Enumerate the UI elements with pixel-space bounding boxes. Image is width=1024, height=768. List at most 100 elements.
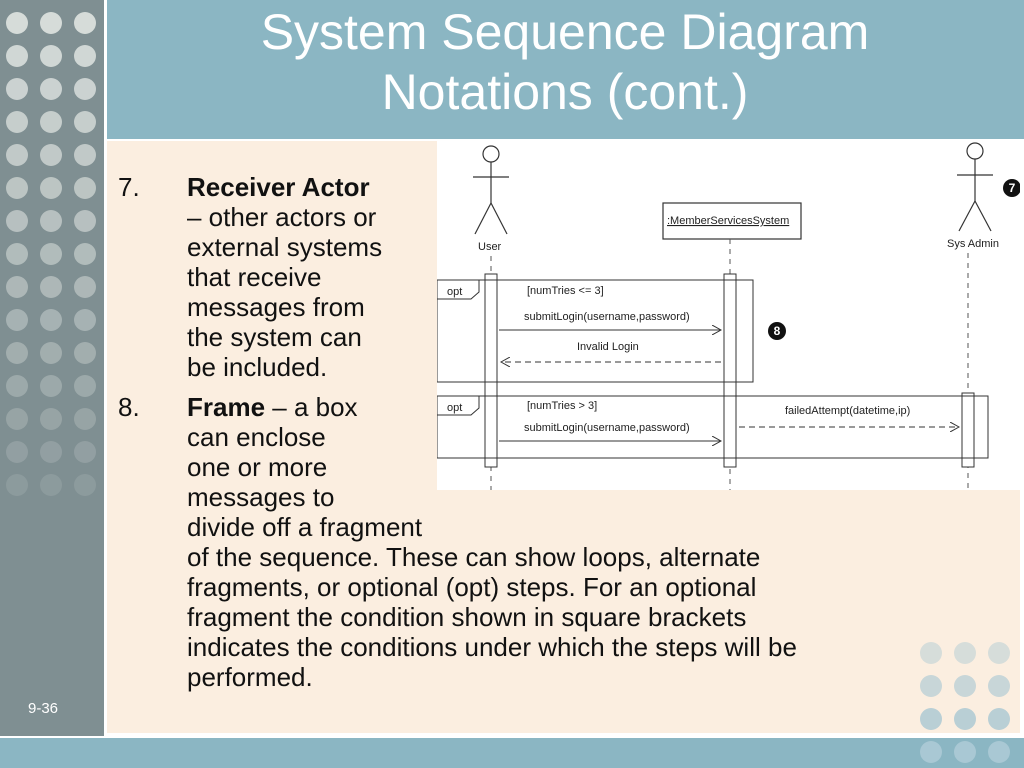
- slide-title: System Sequence Diagram Notations (cont.…: [140, 2, 990, 122]
- item-8-line: fragments, or optional (opt) steps. For …: [187, 572, 757, 602]
- decorative-dot: [6, 243, 28, 265]
- opt-frame-2-tag: opt: [447, 402, 462, 414]
- sequence-diagram-svg: User Sys Admin :MemberServicesSystem opt…: [436, 142, 1021, 490]
- system-lifeline-label: :MemberServicesSystem: [667, 215, 789, 227]
- decorative-dot: [74, 45, 96, 67]
- decorative-dot: [74, 342, 96, 364]
- decorative-dot: [954, 642, 976, 664]
- decorative-dot: [920, 675, 942, 697]
- callout-badge-7: [1003, 179, 1021, 197]
- decorative-dot: [920, 741, 942, 763]
- item-7-line: be included.: [187, 352, 328, 382]
- decorative-dot: [40, 45, 62, 67]
- sys-admin-activation-bar: [961, 392, 975, 468]
- decorative-dot: [954, 741, 976, 763]
- item-8-line: divide off a fragment: [187, 512, 423, 542]
- decorative-dot: [6, 45, 28, 67]
- decorative-dot: [954, 708, 976, 730]
- decorative-dot: [40, 78, 62, 100]
- decorative-dot: [74, 12, 96, 34]
- item-8-line: of the sequence. These can show loops, a…: [187, 542, 761, 572]
- decorative-dot: [74, 441, 96, 463]
- sequence-diagram: User Sys Admin :MemberServicesSystem opt…: [436, 141, 1021, 490]
- decorative-dot: [6, 375, 28, 397]
- decorative-dot: [74, 375, 96, 397]
- callout-badge-7-label: 7: [1009, 181, 1016, 195]
- decorative-dot: [6, 441, 28, 463]
- item-7-line: that receive: [187, 262, 322, 292]
- decorative-dot: [74, 78, 96, 100]
- item-8-line: indicates the conditions under which the…: [187, 632, 797, 662]
- decorative-dot: [988, 675, 1010, 697]
- decorative-dot: [40, 210, 62, 232]
- decorative-dot: [74, 243, 96, 265]
- decorative-dot: [920, 708, 942, 730]
- item-8-number: 8.: [118, 392, 140, 422]
- decorative-dot: [40, 375, 62, 397]
- decorative-dot: [6, 408, 28, 430]
- decorative-dot: [6, 342, 28, 364]
- item-8-line: messages to: [187, 482, 335, 512]
- item-7-heading: Receiver Actor: [187, 172, 370, 202]
- decorative-dot: [74, 177, 96, 199]
- frame-2-message-1-label: submitLogin(username,password): [524, 422, 690, 434]
- decorative-dot: [6, 12, 28, 34]
- item-7-line: the system can: [187, 322, 362, 352]
- item-7-line: messages from: [187, 292, 365, 322]
- sys-admin-actor-label: Sys Admin: [947, 238, 999, 250]
- decorative-dot: [40, 309, 62, 331]
- decorative-dot: [6, 111, 28, 133]
- frame-1-message-2-label: Invalid Login: [577, 341, 639, 353]
- opt-frame-2: [436, 395, 989, 459]
- item-7-line: – other actors or: [187, 202, 377, 232]
- user-activation-bar: [484, 273, 498, 468]
- decorative-dot: [40, 111, 62, 133]
- slide-number: 9-36: [28, 700, 59, 717]
- decorative-dot: [40, 144, 62, 166]
- system-lifeline-box: [662, 202, 802, 240]
- frame-1-message-1-label: submitLogin(username,password): [524, 311, 690, 323]
- title-bar: [107, 0, 1024, 139]
- user-actor-icon: [473, 145, 509, 235]
- decorative-dot: [920, 642, 942, 664]
- decorative-dot: [6, 78, 28, 100]
- callout-badge-8: [768, 322, 786, 340]
- decorative-dot: [40, 243, 62, 265]
- decorative-dot: [988, 741, 1010, 763]
- decorative-dot: [988, 708, 1010, 730]
- item-8-line: one or more: [187, 452, 328, 482]
- decorative-dot: [74, 210, 96, 232]
- system-activation-bar: [723, 273, 737, 468]
- item-8-heading-suffix: – a box: [265, 392, 358, 422]
- item-8-line: performed.: [187, 662, 313, 692]
- item-8-heading-line: Frame – a box: [187, 392, 358, 422]
- slide-title-line2: Notations (cont.): [381, 64, 749, 120]
- bottom-decorative-bar: [0, 738, 1024, 768]
- decorative-dot: [40, 408, 62, 430]
- decorative-dot: [40, 441, 62, 463]
- decorative-dot: [988, 642, 1010, 664]
- opt-frame-1: [436, 279, 754, 383]
- opt-frame-1-tag: opt: [447, 286, 462, 298]
- decorative-dot: [74, 144, 96, 166]
- decorative-dot: [954, 675, 976, 697]
- opt-frame-2-tab: [437, 395, 480, 416]
- item-7-line: external systems: [187, 232, 383, 262]
- decorative-dot: [74, 276, 96, 298]
- sys-admin-actor-icon: [957, 142, 993, 232]
- decorative-dot: [74, 111, 96, 133]
- decorative-dot: [40, 276, 62, 298]
- decorative-dot: [40, 12, 62, 34]
- opt-frame-2-guard: [numTries > 3]: [527, 400, 597, 412]
- opt-frame-1-tab: [437, 279, 480, 300]
- decorative-dot: [6, 144, 28, 166]
- user-actor-label: User: [478, 241, 502, 253]
- item-8-line: fragment the condition shown in square b…: [187, 602, 747, 632]
- decorative-dot: [6, 276, 28, 298]
- decorative-dot: [74, 408, 96, 430]
- item-8-heading: Frame: [187, 392, 266, 422]
- decorative-dot: [74, 474, 96, 496]
- decorative-dot: [74, 309, 96, 331]
- frame-2-message-2-label: failedAttempt(datetime,ip): [785, 405, 910, 417]
- decorative-dot: [6, 474, 28, 496]
